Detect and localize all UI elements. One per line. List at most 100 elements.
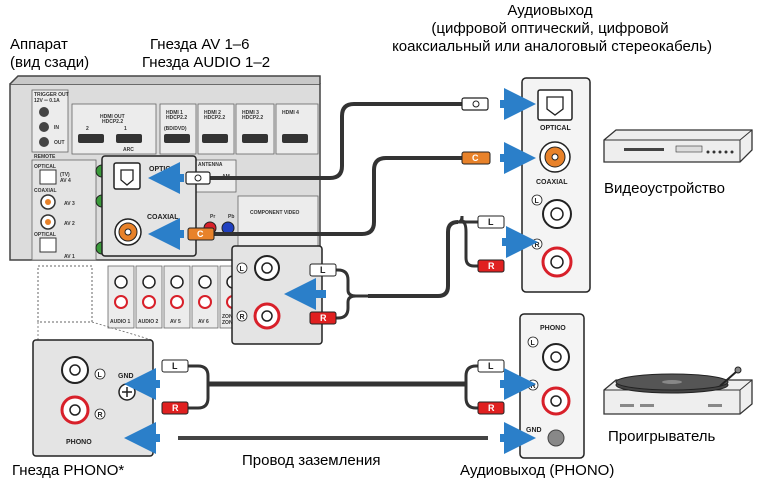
inset-optical-label: OPTICAL bbox=[149, 166, 180, 173]
analog-stereo-cable bbox=[368, 222, 458, 296]
device-coaxial-jack-center bbox=[552, 154, 558, 160]
turntable-r-jack-center bbox=[551, 396, 561, 406]
av3-coaxial-jack-center bbox=[45, 199, 51, 205]
hdmi2-port bbox=[202, 134, 228, 143]
av3-label: AV 3 bbox=[64, 201, 75, 207]
audio-out-label-line3: коаксиальный или аналоговый стереокабель… bbox=[348, 38, 756, 55]
device-analog-r-jack-center bbox=[551, 256, 563, 268]
device-coaxial-label: COAXIAL bbox=[536, 179, 568, 186]
unit-label-line2: (вид сзади) bbox=[10, 54, 89, 71]
av1-optical-port bbox=[40, 238, 56, 252]
inset-analog-l-jack-center bbox=[262, 263, 272, 273]
audio1-r-jack bbox=[115, 296, 127, 308]
phono-jacks-label: Гнезда PHONO* bbox=[12, 462, 124, 479]
av4-label: AV 4 bbox=[60, 178, 71, 184]
hdmi4-port bbox=[282, 134, 308, 143]
hdmi-out-2-label: 2 bbox=[86, 126, 89, 132]
av6-bottom-label: AV 6 bbox=[198, 319, 209, 325]
component-video-label: COMPONENT VIDEO bbox=[250, 210, 300, 216]
trigger-jack bbox=[39, 107, 49, 117]
av6-l-jack bbox=[199, 276, 211, 288]
pb-label: Pb bbox=[228, 214, 234, 220]
remote-in-label: IN bbox=[54, 125, 59, 131]
phono-r-plug-receiver-letter: R bbox=[172, 403, 179, 413]
analog-l-plug-device-letter: L bbox=[488, 217, 494, 227]
turntable-output-panel: PHONO L R GND bbox=[520, 314, 584, 458]
inset-analog-r-jack-center bbox=[262, 311, 272, 321]
coaxial-plug-device-letter: C bbox=[472, 153, 479, 163]
remote-in-jack bbox=[39, 122, 49, 132]
ground-wire-label: Провод заземления bbox=[242, 452, 381, 469]
turntable-gnd-terminal bbox=[548, 430, 564, 446]
pr-label: Pr bbox=[210, 214, 215, 220]
av2-coaxial-jack-center bbox=[45, 219, 51, 225]
device-analog-l-jack-center bbox=[551, 208, 563, 220]
av1-label: AV 1 bbox=[64, 254, 75, 260]
coaxial-plug-receiver-letter: C bbox=[197, 229, 204, 239]
hdmi-out-1-label: 1 bbox=[124, 126, 127, 132]
phono-area-dashed bbox=[38, 266, 92, 322]
gnd-label: GND bbox=[118, 373, 134, 380]
phono-r-plug-turntable-letter: R bbox=[488, 403, 495, 413]
device-optical-label: OPTICAL bbox=[540, 125, 571, 132]
hdmi2-hdcp-label: HDCP2.2 bbox=[204, 115, 225, 121]
hdmi1-hdcp-label: HDCP2.2 bbox=[166, 115, 187, 121]
phono-inset-label: PHONO bbox=[66, 439, 92, 446]
phono-r-jack-center bbox=[70, 405, 80, 415]
remote-label: REMOTE bbox=[34, 154, 56, 160]
phono-l-plug-receiver-letter: L bbox=[172, 361, 178, 371]
device-l-letter: L bbox=[535, 198, 540, 205]
audio-out-label-line1: Аудиовыход bbox=[400, 2, 700, 19]
av5-l-jack bbox=[171, 276, 183, 288]
turntable-icon bbox=[604, 367, 752, 414]
turntable-phono-label: PHONO bbox=[540, 325, 566, 332]
audio1-l-jack bbox=[115, 276, 127, 288]
turntable-l-letter: L bbox=[531, 340, 536, 347]
audio2-label: AUDIO 2 bbox=[138, 319, 159, 325]
hdmi-out-2-port bbox=[78, 134, 104, 143]
av4-optical-port bbox=[40, 170, 56, 184]
panel-coaxial-label: COAXIAL bbox=[34, 188, 57, 194]
inset-r-letter: R bbox=[240, 314, 245, 321]
turntable-label: Проигрыватель bbox=[608, 428, 715, 445]
audio-jacks-label: Гнезда AUDIO 1–2 bbox=[142, 54, 270, 71]
audio-out-phono-label: Аудиовыход (PHONO) bbox=[460, 462, 614, 479]
phono-l-plug-turntable-letter: L bbox=[488, 361, 494, 371]
hdmi-out-sub-label: HDCP2.2 bbox=[102, 119, 123, 125]
zoom-optical-coaxial-inset: OPTICAL COAXIAL bbox=[102, 156, 196, 256]
turntable-l-jack-center bbox=[551, 352, 561, 362]
hdmi-out-1-port bbox=[116, 134, 142, 143]
unit-label-line1: Аппарат bbox=[10, 36, 68, 53]
av6-r-jack bbox=[199, 296, 211, 308]
phono-l-jack-center bbox=[70, 365, 80, 375]
inset-l-letter: L bbox=[240, 266, 245, 273]
remote-out-label: OUT bbox=[54, 140, 65, 146]
phono-l-letter: L bbox=[98, 372, 103, 379]
trigger-spec-label: 12V ═ 0.1A bbox=[34, 98, 60, 104]
hdmi4-label: HDMI 4 bbox=[282, 110, 299, 116]
panel-optical-label-2: OPTICAL bbox=[34, 232, 56, 238]
turntable-gnd-label: GND bbox=[526, 427, 542, 434]
av2-label: AV 2 bbox=[64, 221, 75, 227]
hdmi1-port bbox=[164, 134, 190, 143]
zoom-phono-inset: L R GND PHONO bbox=[33, 322, 153, 456]
audio-out-label-line2: (цифровой оптический, цифровой bbox=[360, 20, 740, 37]
phono-r-letter: R bbox=[98, 412, 103, 419]
av5-r-jack bbox=[171, 296, 183, 308]
arc-label: ARC bbox=[123, 147, 134, 153]
antenna-label: ANTENNA bbox=[198, 162, 223, 168]
inset-coaxial-jack-center bbox=[125, 229, 131, 235]
av-jacks-label: Гнезда AV 1–6 bbox=[150, 36, 249, 53]
video-device-label: Видеоустройство bbox=[604, 180, 725, 197]
analog-r-plug-device-letter: R bbox=[488, 261, 495, 271]
hdmi3-port bbox=[242, 134, 268, 143]
analog-r-plug-receiver-letter: R bbox=[320, 313, 327, 323]
bd-dvd-label: (BD/DVD) bbox=[164, 126, 187, 132]
video-device-icon bbox=[604, 130, 752, 162]
audio2-l-jack bbox=[143, 276, 155, 288]
device-r-letter: R bbox=[535, 242, 540, 249]
analog-l-plug-receiver-letter: L bbox=[320, 265, 326, 275]
audio2-r-jack bbox=[143, 296, 155, 308]
hdmi3-hdcp-label: HDCP2.2 bbox=[242, 115, 263, 121]
